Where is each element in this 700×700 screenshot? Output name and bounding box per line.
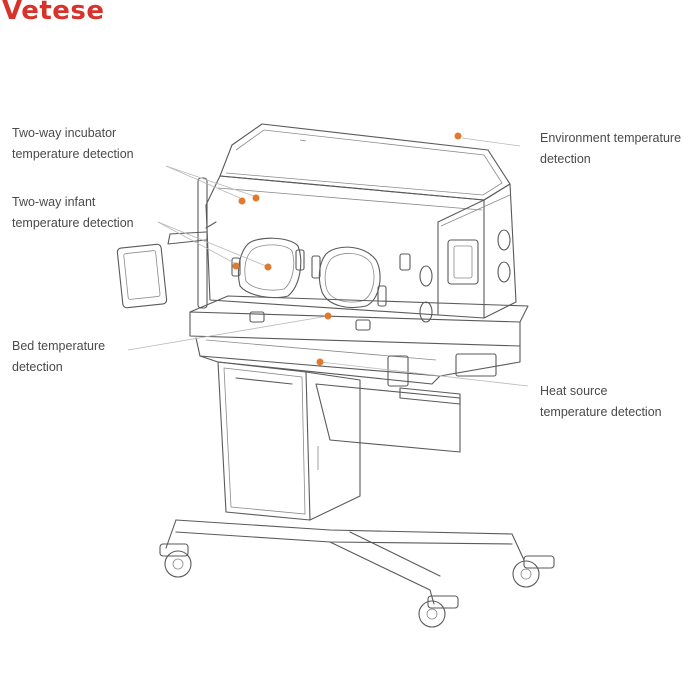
caster-front-center <box>418 595 459 628</box>
porthole-left <box>231 237 305 299</box>
caster-right <box>512 555 555 588</box>
label-heat-source-temperature: Heat source temperature detection <box>540 384 662 419</box>
label-infant-temperature: Two-way infant temperature detection <box>12 195 134 230</box>
sensor-dot-heat-source <box>316 358 324 366</box>
caster-front-left <box>159 543 192 578</box>
porthole-right <box>311 246 387 309</box>
drawer-column <box>217 361 461 521</box>
sensor-dot-infant-2 <box>264 263 272 271</box>
sensor-dot-infant-1 <box>232 262 240 270</box>
sensor-dot-bed <box>324 312 332 320</box>
label-bed-temperature: Bed temperature detection <box>12 339 106 374</box>
label-environment-temperature: Environment temperature detection <box>540 131 682 166</box>
sensor-dot-incubator-2 <box>252 194 260 202</box>
base-frame <box>165 519 525 605</box>
sensor-dot-incubator-1 <box>238 197 246 205</box>
end-panel-details <box>399 229 511 323</box>
incubator-canopy <box>205 123 517 319</box>
sensor-dot-environment <box>454 132 462 140</box>
label-incubator-temperature: Two-way incubator temperature detection <box>12 126 134 161</box>
brand-logo: Vetese <box>2 0 105 26</box>
leader-lines <box>127 137 529 387</box>
monitor-arm <box>116 177 217 309</box>
sensor-dots <box>232 132 462 366</box>
